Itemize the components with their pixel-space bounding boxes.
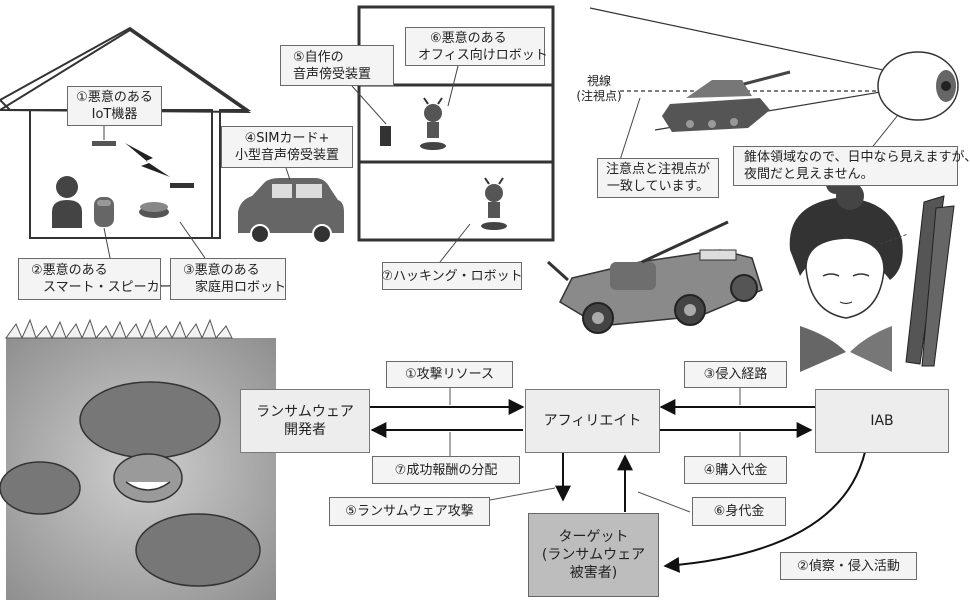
edge-label-purchase-price: ④購入代金 bbox=[684, 456, 787, 484]
node-iab: IAB bbox=[815, 389, 949, 453]
eye-icon bbox=[877, 51, 959, 121]
attention-note: 注意点と注視点が 一致しています。 bbox=[597, 158, 719, 198]
geisha-illustration bbox=[789, 174, 909, 372]
lightning-icon bbox=[125, 143, 170, 177]
hacking-robot-icon bbox=[481, 177, 507, 230]
node-affiliate: アフィリエイト bbox=[525, 389, 660, 453]
callout-lines bbox=[103, 65, 471, 263]
edge-label-recon-intrusion: ②偵察・侵入活動 bbox=[780, 552, 917, 580]
label-car-device: ④SIMカード+ 小型音声傍受装置 bbox=[221, 126, 353, 168]
lily-pad bbox=[135, 513, 261, 587]
label-diy-device: ⑤自作の 音声傍受装置 bbox=[280, 45, 394, 86]
edge-label-ransomware-attack: ⑤ランサムウェア攻撃 bbox=[329, 497, 490, 526]
label-office-robot: ⑥悪意のある オフィス向けロボット bbox=[405, 27, 548, 66]
smart-speaker-icon bbox=[94, 197, 114, 227]
label-iot-device: ①悪意のある IoT機器 bbox=[67, 86, 162, 126]
diy-device-icon bbox=[380, 126, 391, 146]
edge-label-intrusion-route: ③侵入経路 bbox=[684, 361, 787, 388]
iot-device-icon bbox=[92, 141, 116, 146]
house-illustration bbox=[0, 26, 252, 239]
lily-pad bbox=[79, 381, 221, 459]
hairpin-icon bbox=[905, 195, 955, 367]
arrow-iab-to-target bbox=[663, 451, 866, 573]
person-icon bbox=[52, 176, 82, 228]
pond-illustration bbox=[0, 318, 276, 600]
label-connectors bbox=[449, 388, 741, 513]
edge-label-reward-share: ⑦成功報酬の分配 bbox=[372, 456, 520, 484]
edge-label-ransom: ⑥身代金 bbox=[692, 497, 786, 526]
lily-pad bbox=[0, 461, 81, 515]
home-robot-icon bbox=[139, 202, 169, 218]
tank-icon bbox=[662, 70, 791, 132]
office-robot-icon bbox=[420, 97, 446, 150]
node-target: ターゲット (ランサムウェア 被害者) bbox=[528, 513, 659, 597]
label-home-robot: ③悪意のある 家庭用ロボット bbox=[170, 258, 286, 300]
sight-line-label: 視線 (注視点) bbox=[576, 74, 622, 103]
cone-vision-note: 錐体領域なので、日中なら見えますが、 夜間だと見えません。 bbox=[733, 146, 970, 186]
armed-vehicle-icon bbox=[546, 220, 763, 334]
kappa-face-icon bbox=[113, 453, 183, 503]
label-hacking-robot: ⑦ハッキング・ロボット bbox=[381, 262, 523, 290]
car-icon bbox=[238, 178, 344, 244]
edge-label-attack-resources: ①攻撃リソース bbox=[386, 361, 513, 388]
node-ransomware-developer: ランサムウェア 開発者 bbox=[240, 389, 370, 453]
iot-device-icon-2 bbox=[170, 183, 194, 188]
flow-arrows bbox=[369, 399, 866, 573]
label-smart-speaker: ②悪意のある スマート・スピーカー bbox=[18, 258, 173, 300]
tank-and-eye-illustration bbox=[589, 7, 959, 161]
